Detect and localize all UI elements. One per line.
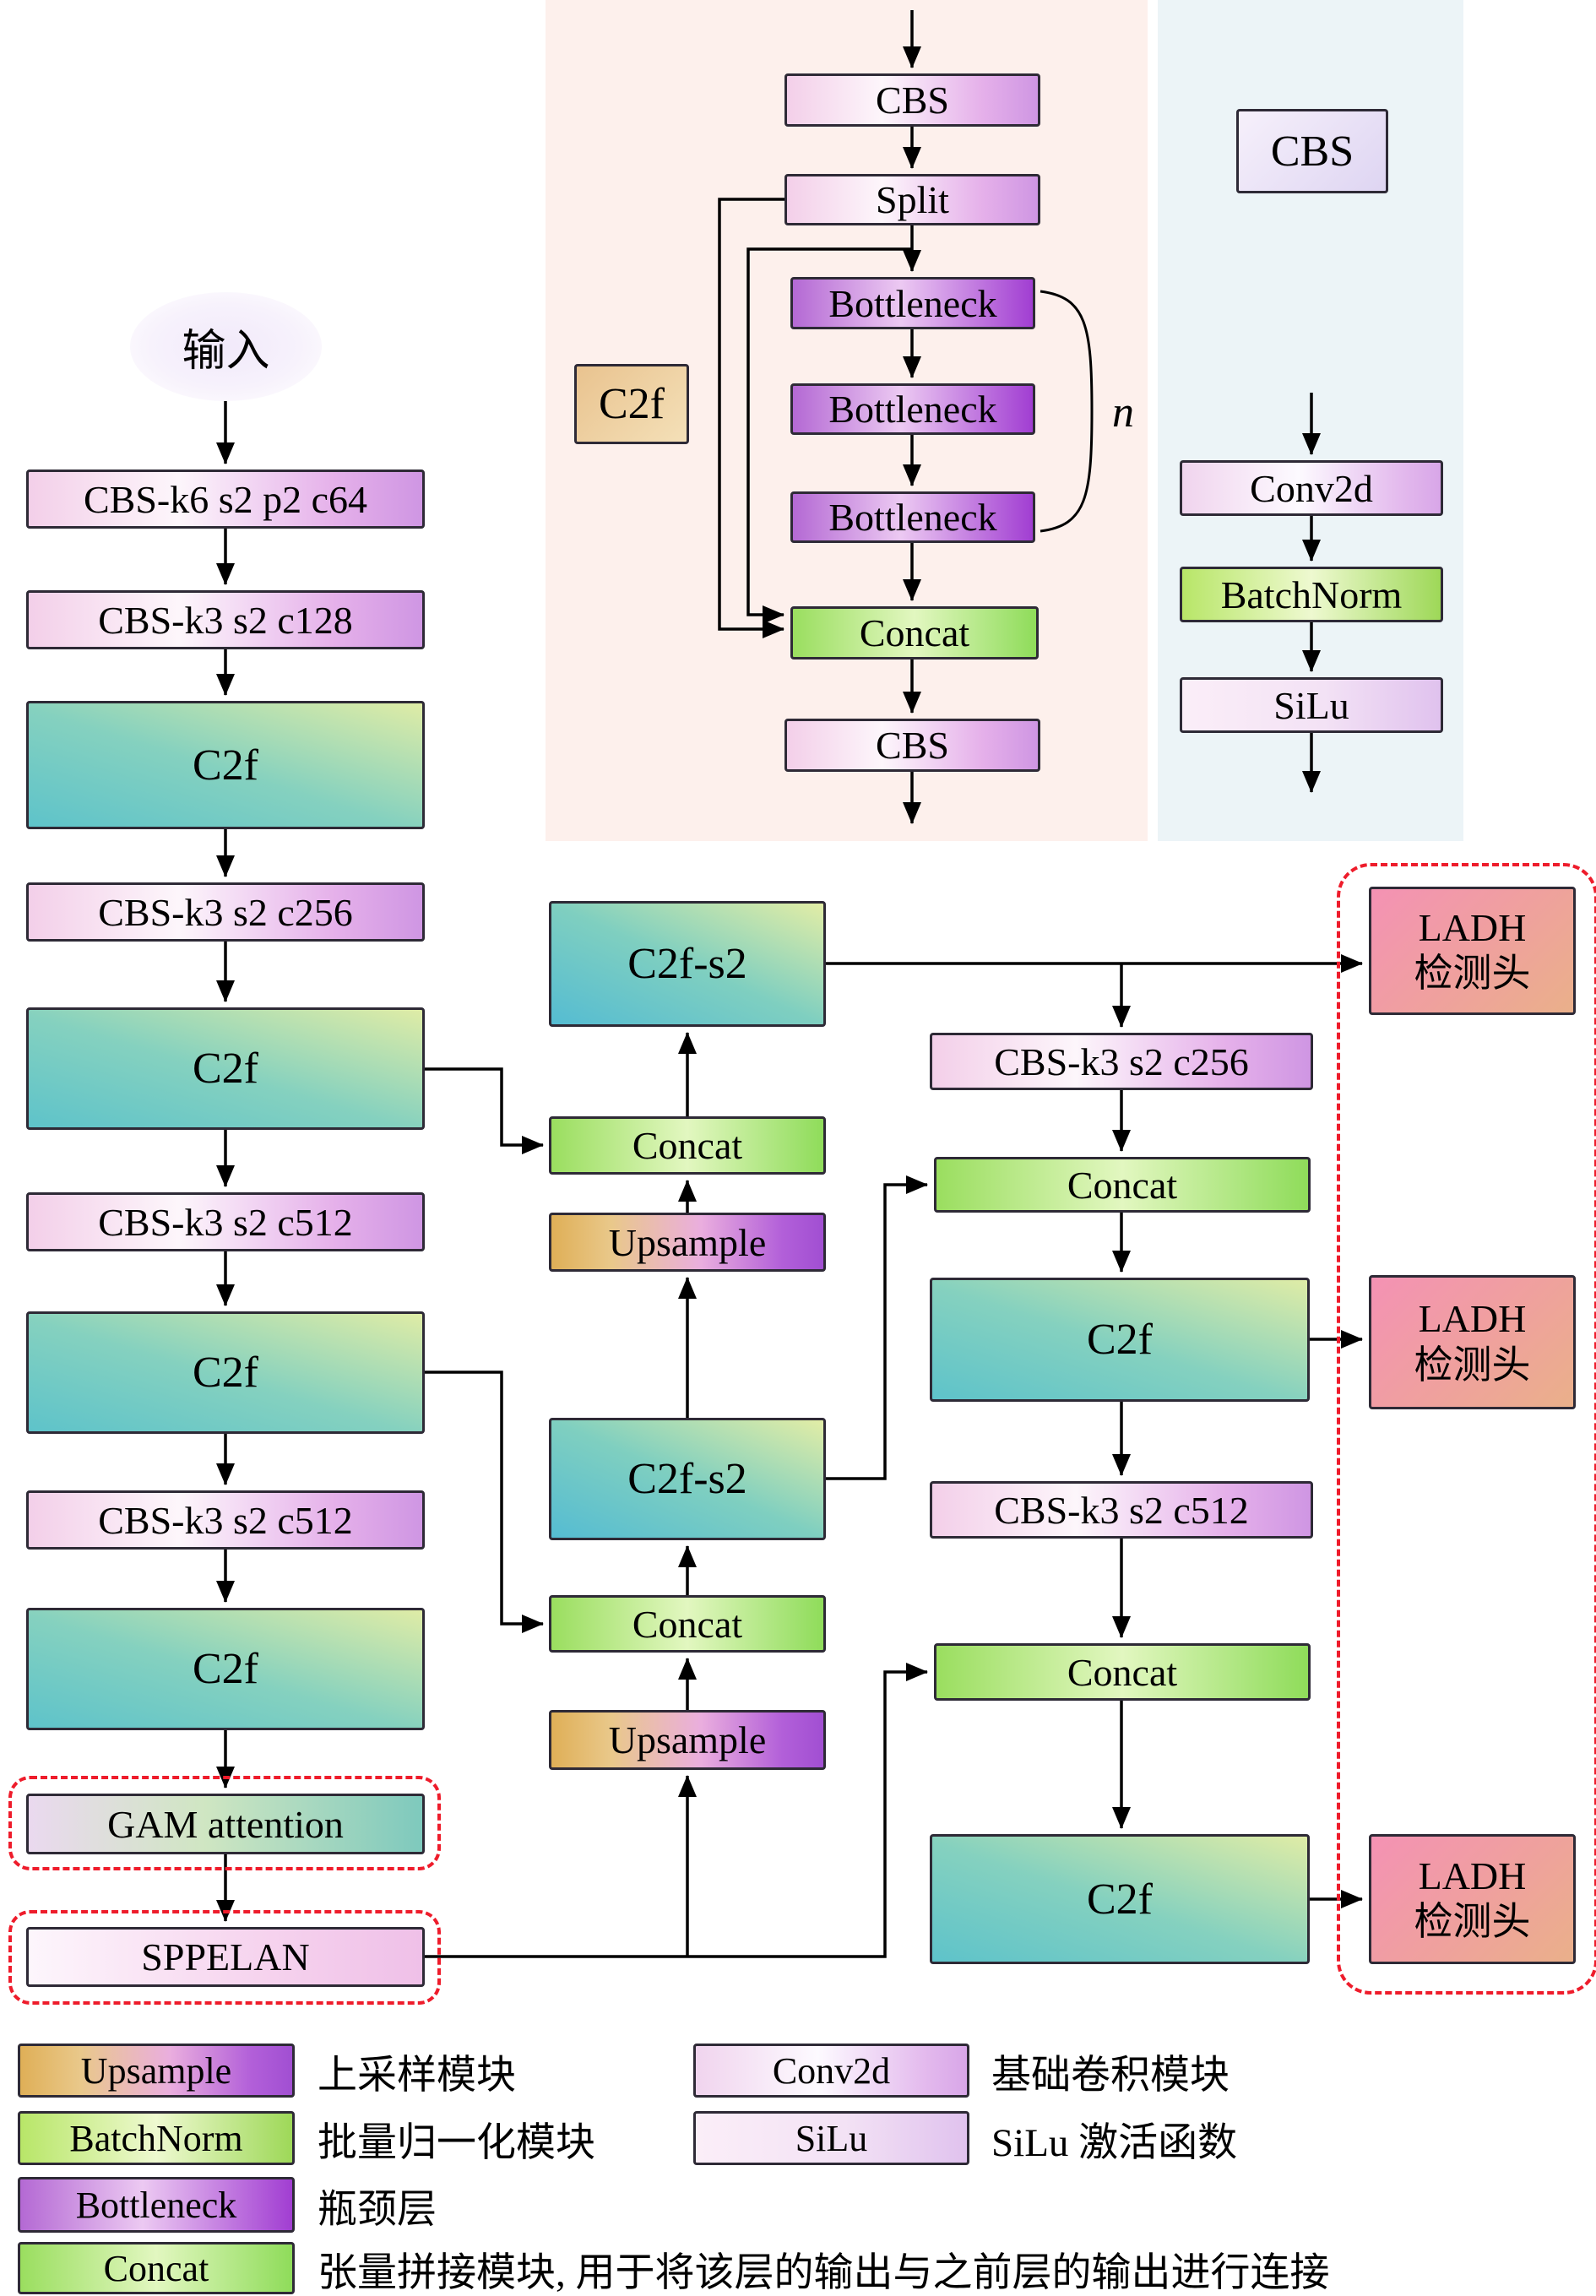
backbone-c2f-2: C2f xyxy=(26,1007,425,1130)
ladh-head-3-line1: LADH xyxy=(1418,1854,1527,1897)
backbone-c2f-4: C2f xyxy=(26,1608,425,1730)
legend-upsample-desc: 上采样模块 xyxy=(318,2053,516,2098)
legend-silu-desc: SiLu 激活函数 xyxy=(991,2120,1238,2165)
gam-attention-node: GAM attention xyxy=(26,1794,425,1854)
ladh-head-1-line1: LADH xyxy=(1418,905,1527,949)
legend-bottleneck-box: Bottleneck xyxy=(18,2177,295,2233)
gam-dashed-outline xyxy=(8,1776,441,1870)
repeat-bracket xyxy=(1040,290,1094,533)
c2f-cbs-in: CBS xyxy=(784,73,1040,127)
c2f-bottleneck-3: Bottleneck xyxy=(790,491,1035,543)
ladh-head-2-line1: LADH xyxy=(1418,1297,1527,1341)
ladh-head-1-line2: 检测头 xyxy=(1414,952,1531,995)
backbone-cbs-4: CBS-k3 s2 c512 xyxy=(26,1192,425,1251)
legend-batchnorm-desc: 批量归一化模块 xyxy=(318,2120,595,2165)
backbone-c2f-1: C2f xyxy=(26,701,425,829)
legend-upsample-box: Upsample xyxy=(18,2044,295,2098)
c2f-bottleneck-2: Bottleneck xyxy=(790,383,1035,435)
sppelan-node: SPPELAN xyxy=(26,1927,425,1987)
legend-conv2d-desc: 基础卷积模块 xyxy=(991,2053,1230,2098)
bottleneck-repeat-count: n xyxy=(1112,388,1134,437)
c2f-cbs-out: CBS xyxy=(784,719,1040,772)
cbs-batchnorm: BatchNorm xyxy=(1180,567,1443,622)
cbs-conv2d: Conv2d xyxy=(1180,460,1443,516)
backbone-cbs-5: CBS-k3 s2 c512 xyxy=(26,1490,425,1550)
c2f-bottleneck-1: Bottleneck xyxy=(790,277,1035,329)
legend-concat-box: Concat xyxy=(18,2242,295,2294)
legend-silu-box: SiLu xyxy=(693,2111,969,2165)
backbone-c2f-3: C2f xyxy=(26,1311,425,1434)
ladh-head-1: LADH 检测头 xyxy=(1369,887,1576,1015)
neck-c2fs2-top: C2f-s2 xyxy=(549,901,826,1027)
legend-concat-desc: 张量拼接模块, 用于将该层的输出与之前层的输出进行连接 xyxy=(318,2250,1330,2295)
legend-conv2d-box: Conv2d xyxy=(693,2044,969,2098)
c2f-module-label: C2f xyxy=(574,364,689,444)
ladh-head-2-line2: 检测头 xyxy=(1414,1343,1531,1387)
neck-upsample-bottom: Upsample xyxy=(549,1710,826,1770)
ladh-head-2: LADH 检测头 xyxy=(1369,1275,1576,1409)
c2f-split: Split xyxy=(784,174,1040,225)
neck-c2fs2-bottom: C2f-s2 xyxy=(549,1418,826,1540)
backbone-cbs-1: CBS-k6 s2 p2 c64 xyxy=(26,470,425,529)
ladh-dashed-outline xyxy=(1337,863,1596,1995)
neck-concat-top: Concat xyxy=(549,1116,826,1175)
cbs-module-label: CBS xyxy=(1236,109,1388,193)
head-c2f-1: C2f xyxy=(930,1278,1310,1402)
neck-upsample-top: Upsample xyxy=(549,1213,826,1272)
head-concat-2: Concat xyxy=(934,1643,1311,1701)
input-node: 输入 xyxy=(130,292,322,401)
head-c2f-2: C2f xyxy=(930,1834,1310,1964)
ladh-head-3: LADH 检测头 xyxy=(1369,1834,1576,1964)
backbone-cbs-3: CBS-k3 s2 c256 xyxy=(26,882,425,942)
backbone-cbs-2: CBS-k3 s2 c128 xyxy=(26,590,425,649)
legend-batchnorm-box: BatchNorm xyxy=(18,2111,295,2165)
head-cbs-2: CBS-k3 s2 c512 xyxy=(930,1481,1313,1539)
sppelan-dashed-outline xyxy=(8,1910,441,2005)
neck-concat-bottom: Concat xyxy=(549,1595,826,1653)
cbs-silu: SiLu xyxy=(1180,677,1443,733)
ladh-head-3-line2: 检测头 xyxy=(1414,1900,1531,1943)
c2f-concat: Concat xyxy=(790,606,1039,659)
legend-bottleneck-desc: 瓶颈层 xyxy=(318,2187,437,2232)
head-concat-1: Concat xyxy=(934,1157,1311,1213)
head-cbs-1: CBS-k3 s2 c256 xyxy=(930,1033,1313,1090)
